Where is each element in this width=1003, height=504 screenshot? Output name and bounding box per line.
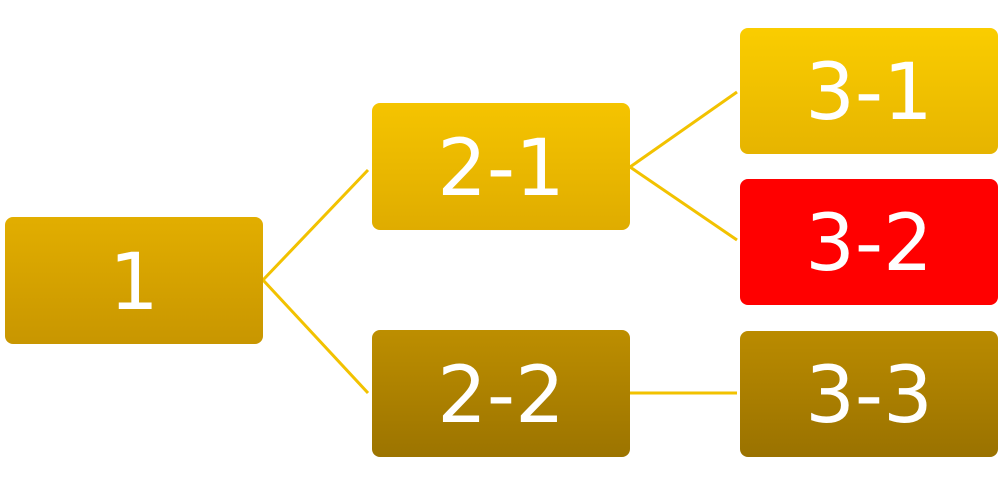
- node-2-1[interactable]: 2-1: [372, 103, 630, 230]
- node-2-2-label: 2-2: [437, 350, 565, 441]
- node-3-1[interactable]: 3-1: [740, 28, 998, 154]
- node-1[interactable]: 1: [5, 217, 263, 344]
- node-3-2-highlighted[interactable]: 3-2: [740, 179, 998, 305]
- edge-2-1-to-3-1: [629, 90, 738, 169]
- node-3-3[interactable]: 3-3: [740, 331, 998, 457]
- edge-2-1-to-3-2: [629, 165, 738, 242]
- node-3-2-label: 3-2: [805, 199, 933, 289]
- node-3-1-label: 3-1: [805, 48, 933, 138]
- node-2-2[interactable]: 2-2: [372, 330, 630, 457]
- node-3-3-label: 3-3: [805, 351, 933, 441]
- edge-1-to-2-1: [261, 168, 370, 282]
- edge-1-to-2-2: [261, 278, 370, 395]
- node-1-label: 1: [109, 237, 159, 328]
- node-2-1-label: 2-1: [437, 123, 565, 214]
